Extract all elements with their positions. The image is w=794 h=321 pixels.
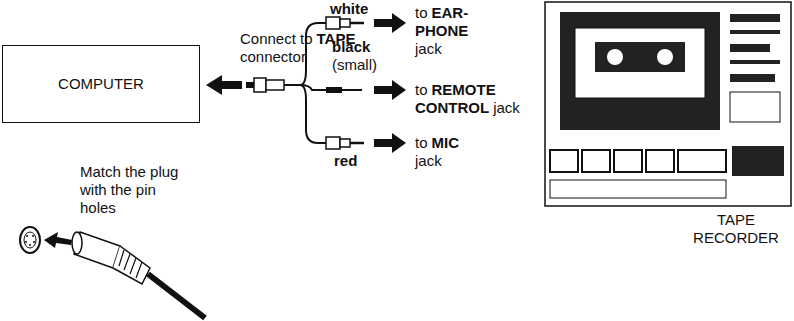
cable-label: jack: [415, 152, 442, 170]
node-text: TAPE RECORDER: [675, 211, 794, 247]
cable-label: CONTROL: [415, 99, 489, 117]
cable-label: connector: [240, 48, 306, 66]
cable-label: EAR-: [432, 4, 469, 22]
node-text: COMPUTER: [58, 75, 144, 93]
computer-box: COMPUTER: [2, 45, 200, 123]
cable-label: jack: [415, 40, 442, 58]
cable-label: black: [332, 38, 370, 56]
cable-label: PHONE: [415, 22, 468, 40]
cable-label: to: [415, 4, 428, 22]
instruction-note: Match the plug with the pin holes: [80, 163, 188, 217]
cable-label: white: [330, 0, 368, 18]
cable-label: jack: [493, 99, 520, 117]
tape-recorder: [545, 2, 791, 206]
cable-label: red: [334, 152, 357, 170]
cable-label: to: [415, 81, 428, 99]
cable-label: to: [415, 134, 428, 152]
device-label: TAPE RECORDER: [675, 209, 794, 249]
cable-label: (small): [332, 56, 377, 74]
din-plug: [20, 227, 205, 318]
cable-label: Connect to: [240, 30, 313, 48]
cable-label: MIC: [432, 134, 460, 152]
arrow: [206, 75, 242, 95]
cable-label: REMOTE: [432, 81, 496, 99]
